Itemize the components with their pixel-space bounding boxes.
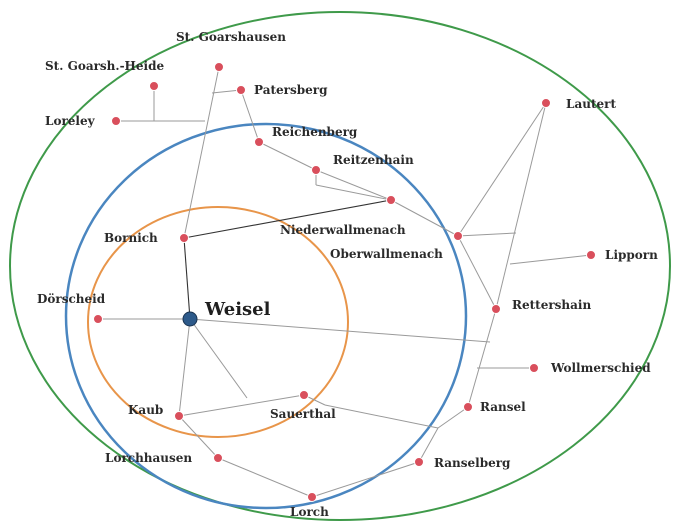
road: [437, 406, 469, 429]
node-lautert[interactable]: [541, 98, 551, 108]
outer-ring: [9, 11, 671, 521]
label-st-goarshausen: St. Goarshausen: [176, 30, 286, 44]
town-nodes: [93, 62, 596, 502]
road: [509, 254, 592, 265]
road: [183, 199, 392, 239]
node-bornich[interactable]: [179, 233, 189, 243]
road: [315, 169, 392, 201]
node-lipporn[interactable]: [586, 250, 596, 260]
label-bornich: Bornich: [104, 231, 158, 245]
node-lorchhausen[interactable]: [213, 453, 223, 463]
road: [457, 232, 517, 237]
road: [258, 141, 317, 171]
node-wollmerschied[interactable]: [529, 363, 539, 373]
road: [183, 66, 220, 239]
label-lorch: Lorch: [290, 505, 329, 519]
road: [189, 318, 491, 343]
label-lipporn: Lipporn: [605, 248, 658, 262]
node-st-goarsh-heide[interactable]: [149, 81, 159, 91]
primary-connections: [183, 199, 392, 320]
node-kaub[interactable]: [174, 411, 184, 421]
road: [240, 89, 260, 143]
road: [178, 394, 305, 417]
node-doerscheid[interactable]: [93, 314, 103, 324]
node-ransel[interactable]: [463, 402, 473, 412]
label-oberwallmenach: Oberwallmenach: [330, 247, 443, 261]
label-kaub: Kaub: [128, 403, 163, 417]
node-niederwallmenach[interactable]: [386, 195, 396, 205]
label-st-goarsh-heide: St. Goarsh.-Heide: [45, 59, 164, 73]
label-doerscheid: Dörscheid: [37, 292, 106, 306]
node-st-goarshausen[interactable]: [214, 62, 224, 72]
road-connections: [98, 66, 592, 498]
node-patersberg[interactable]: [236, 85, 246, 95]
label-sauerthal: Sauerthal: [270, 407, 336, 421]
road: [178, 415, 219, 459]
label-reitzenhain: Reitzenhain: [333, 153, 414, 167]
middle-ring: [64, 122, 468, 510]
road: [189, 318, 248, 399]
label-loreley: Loreley: [45, 114, 96, 128]
road: [178, 318, 191, 417]
label-weisel: Weisel: [204, 299, 271, 320]
town-labels: St. Goarshausen St. Goarsh.-Heide Lorele…: [37, 30, 658, 519]
label-ransel: Ransel: [480, 400, 526, 414]
node-oberwallmenach[interactable]: [453, 231, 463, 241]
node-weisel[interactable]: [182, 311, 198, 327]
label-rettershain: Rettershain: [512, 298, 591, 312]
node-ranselberg[interactable]: [414, 457, 424, 467]
inner-ring: [87, 206, 349, 438]
label-wollmerschied: Wollmerschied: [550, 361, 651, 375]
road: [467, 308, 497, 408]
road: [495, 102, 547, 310]
road: [390, 199, 459, 237]
road: [183, 237, 191, 320]
node-lorch[interactable]: [307, 492, 317, 502]
label-ranselberg: Ranselberg: [434, 456, 511, 470]
label-patersberg: Patersberg: [254, 83, 328, 97]
road: [457, 102, 547, 237]
label-reichenberg: Reichenberg: [272, 125, 358, 139]
road: [457, 235, 497, 310]
node-sauerthal[interactable]: [299, 390, 309, 400]
label-niederwallmenach: Niederwallmenach: [280, 223, 406, 237]
node-reitzenhain[interactable]: [311, 165, 321, 175]
node-reichenberg[interactable]: [254, 137, 264, 147]
label-lautert: Lautert: [566, 97, 616, 111]
label-lorchhausen: Lorchhausen: [105, 451, 192, 465]
road: [311, 461, 420, 498]
road: [418, 427, 439, 463]
node-rettershain[interactable]: [491, 304, 501, 314]
road: [324, 404, 439, 429]
road: [315, 184, 392, 201]
node-loreley[interactable]: [111, 116, 121, 126]
road: [217, 457, 313, 498]
